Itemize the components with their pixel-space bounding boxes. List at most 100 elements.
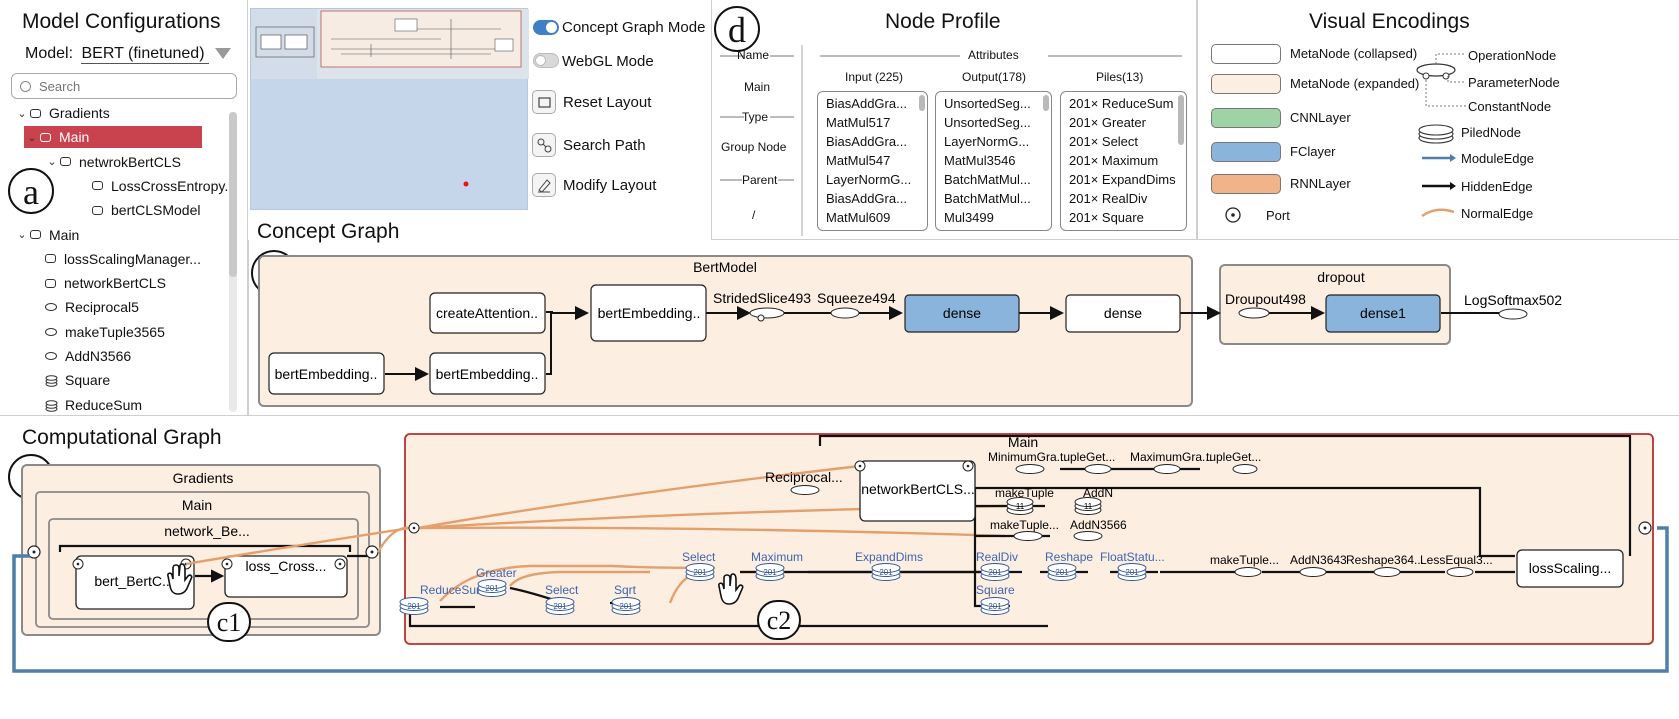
logsoftmax-node[interactable]: [1498, 308, 1528, 320]
piled-node-small[interactable]: 11: [1006, 497, 1034, 515]
tree-scrollbar[interactable]: [229, 112, 237, 412]
bert-bertc-node[interactable]: [75, 555, 195, 610]
tree-search[interactable]: [11, 73, 237, 99]
webgl-mode-toggle[interactable]: [533, 53, 559, 68]
tree-item[interactable]: bertCLSModel: [76, 199, 201, 221]
tree-scrollbar-thumb[interactable]: [229, 112, 237, 277]
chain-node-2[interactable]: [1299, 567, 1327, 577]
bert-embedding-node-1[interactable]: [268, 352, 385, 395]
chain-node-1[interactable]: [1234, 567, 1262, 577]
tree-item[interactable]: networkBertCLS: [29, 272, 166, 294]
pile-item[interactable]: 201× Greater: [1069, 115, 1146, 130]
bert-embedding-node-3[interactable]: [590, 284, 707, 342]
minimum-gra-node[interactable]: [1015, 464, 1045, 474]
piled-node-small[interactable]: 11: [1074, 497, 1102, 515]
chevron-down-icon[interactable]: ⌄: [27, 131, 37, 144]
output-list-scrollbar[interactable]: [1043, 95, 1049, 111]
dense-node-1[interactable]: [904, 294, 1020, 333]
loss-scaling-node[interactable]: [1516, 549, 1624, 588]
squeeze-node[interactable]: [830, 307, 860, 319]
output-item[interactable]: UnsortedSeg...: [944, 115, 1031, 130]
bertmodel-group[interactable]: [258, 255, 1193, 407]
tree-item[interactable]: ⌄Main: [14, 224, 79, 246]
input-item[interactable]: MatMul547: [826, 153, 891, 168]
output-item[interactable]: UnsortedSeg...: [944, 96, 1031, 111]
loss-cross-node[interactable]: [224, 555, 348, 598]
reset-layout-label[interactable]: Reset Layout: [563, 94, 652, 111]
pile-item[interactable]: 201× Square: [1069, 210, 1144, 225]
tree-item[interactable]: lossScalingManager...: [29, 248, 201, 270]
modify-layout-button[interactable]: [532, 173, 556, 197]
search-path-label[interactable]: Search Path: [563, 137, 646, 154]
input-item[interactable]: BiasAddGra...: [826, 96, 907, 111]
output-item[interactable]: BatchMatMul...: [944, 172, 1031, 187]
pile-item[interactable]: 201× Select: [1069, 134, 1139, 149]
search-path-button[interactable]: [532, 133, 556, 157]
chain-node-4[interactable]: [1446, 567, 1474, 577]
tuple-get-node-2[interactable]: [1232, 464, 1258, 474]
tree-item[interactable]: LossCrossEntropy...: [76, 175, 236, 197]
chevron-down-icon[interactable]: ⌄: [17, 229, 27, 241]
piles-list[interactable]: 201× ReduceSum 201× Greater 201× Select 201…: [1060, 91, 1187, 231]
pile-item[interactable]: 201× Maximum: [1069, 153, 1159, 168]
tuple-get-node-1[interactable]: [1084, 464, 1112, 474]
reciprocal-node[interactable]: [790, 485, 820, 495]
input-item[interactable]: BiasAddGra...: [826, 191, 907, 206]
tree-item[interactable]: ReduceSum: [29, 394, 142, 416]
tree-item[interactable]: makeTuple3565: [29, 321, 165, 343]
dense-node-2[interactable]: [1065, 294, 1181, 333]
input-item[interactable]: MatMul517: [826, 115, 891, 130]
tree-item[interactable]: ⌄Gradients: [14, 102, 109, 124]
tree-item[interactable]: Reciprocal5: [29, 296, 139, 318]
dense1-node[interactable]: [1325, 294, 1441, 333]
input-item[interactable]: MatMul609: [826, 210, 891, 225]
output-item[interactable]: BatchMatMul...: [944, 191, 1031, 206]
search-input[interactable]: [37, 77, 221, 95]
output-item[interactable]: LayerNormG...: [944, 134, 1030, 149]
create-attention-node[interactable]: [429, 292, 546, 334]
pile-item[interactable]: 201× ExpandDims: [1069, 172, 1176, 187]
output-list[interactable]: UnsortedSeg... UnsortedSeg... LayerNormG..…: [935, 91, 1052, 231]
modify-layout-label[interactable]: Modify Layout: [563, 177, 657, 194]
chevron-down-icon[interactable]: ⌄: [47, 156, 57, 169]
reset-layout-button[interactable]: [532, 90, 556, 114]
tree-item[interactable]: AddN3566: [29, 345, 131, 367]
chevron-down-icon[interactable]: ⌄: [17, 107, 27, 120]
chain-node-3[interactable]: [1373, 567, 1401, 577]
computational-graph-canvas[interactable]: Gradients Main network_Be... bert_BertC.…: [0, 416, 1679, 719]
piles-list-scrollbar[interactable]: [1178, 95, 1184, 145]
maximum-gra-node[interactable]: [1153, 464, 1181, 474]
make-tuple2-node[interactable]: [1013, 531, 1043, 541]
bert-embedding-node-2[interactable]: [429, 352, 546, 395]
input-item[interactable]: LayerNormG...: [826, 172, 912, 187]
input-list-scrollbar[interactable]: [919, 95, 925, 111]
tree-item[interactable]: ⌄Main: [24, 126, 202, 149]
tree-item[interactable]: ⌄netwrokBertCLS: [44, 151, 181, 173]
strided-slice-node[interactable]: [749, 307, 785, 319]
tree-item[interactable]: Square: [29, 369, 110, 391]
input-item[interactable]: BiasAddGra...: [826, 134, 907, 149]
model-select[interactable]: Model: BERT (finetuned): [25, 45, 235, 67]
concept-graph-canvas[interactable]: BertModel dropout bertEmbedding..: [249, 240, 1679, 416]
network-bertcls-node[interactable]: [859, 460, 976, 522]
concept-mode-toggle[interactable]: [533, 20, 559, 35]
minimap[interactable]: [250, 8, 529, 210]
pile-item[interactable]: 201× RealDiv: [1069, 191, 1148, 206]
piled-node-float-status[interactable]: 201FloatStatu...: [1100, 550, 1165, 581]
dropout-op-node[interactable]: [1238, 307, 1270, 319]
output-item[interactable]: MatMul3546: [944, 153, 1016, 168]
pile-item[interactable]: 201× ReduceSum: [1069, 96, 1174, 111]
addn3566-node[interactable]: [1073, 531, 1103, 541]
output-item[interactable]: Mul3499: [944, 210, 994, 225]
